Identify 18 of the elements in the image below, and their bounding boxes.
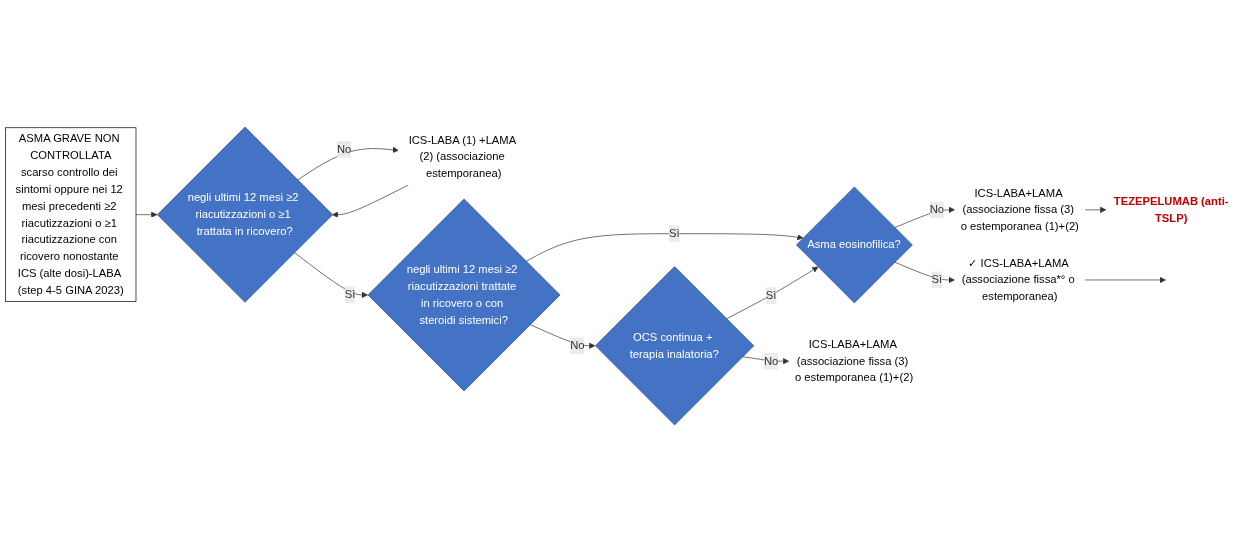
edge-label: No (336, 143, 352, 156)
edge-label: Sì (668, 227, 680, 240)
node-diamond: OCS continua + terapia inalatoria? (595, 266, 755, 426)
edge-label: No (570, 339, 585, 352)
edge-label: Sì (765, 289, 777, 302)
node-text: ICS-LABA+LAMA (associazione fissa (3) o estemporanea (1)+(2) (960, 186, 1079, 233)
edge-label: Sì (344, 288, 356, 301)
node-box: ASMA GRAVE NON CONTROLLATA scarso controllo dei sintomi oppure nei 12 mesi precedenti ≥2 riacutizzazioni o ≥1 riacutizzazione con ricovero nonostante ICS (alte dosi)-LABA (step 4-5 GINA 2023) (5, 127, 137, 302)
node-diamond: Asma eosinofilica? (796, 186, 913, 304)
node-text: ✓ ICS-LABA+LAMA (associazione fissa*° o estemporanea) (961, 256, 1075, 303)
node-text: TEZEPELUMAB (anti-TSLP) (1113, 195, 1229, 224)
node-text: ICS-LABA (1) +LAMA (2) (associazione estemporanea) (408, 133, 516, 180)
edge-label: No (764, 354, 779, 367)
node-diamond: negli ultimi 12 mesi ≥2 riacutizzazioni o ≥1 trattata in ricovero? (157, 126, 333, 303)
node-diamond: negli ultimi 12 mesi ≥2 riacutizzazioni trattate in ricovero o con steroidi sistemici? (367, 198, 561, 392)
edge-label: No (929, 203, 945, 216)
node-text: ICS-LABA+LAMA (associazione fissa (3) o estemporanea (1)+(2) (794, 338, 914, 384)
edge-label: Sì (931, 273, 943, 286)
